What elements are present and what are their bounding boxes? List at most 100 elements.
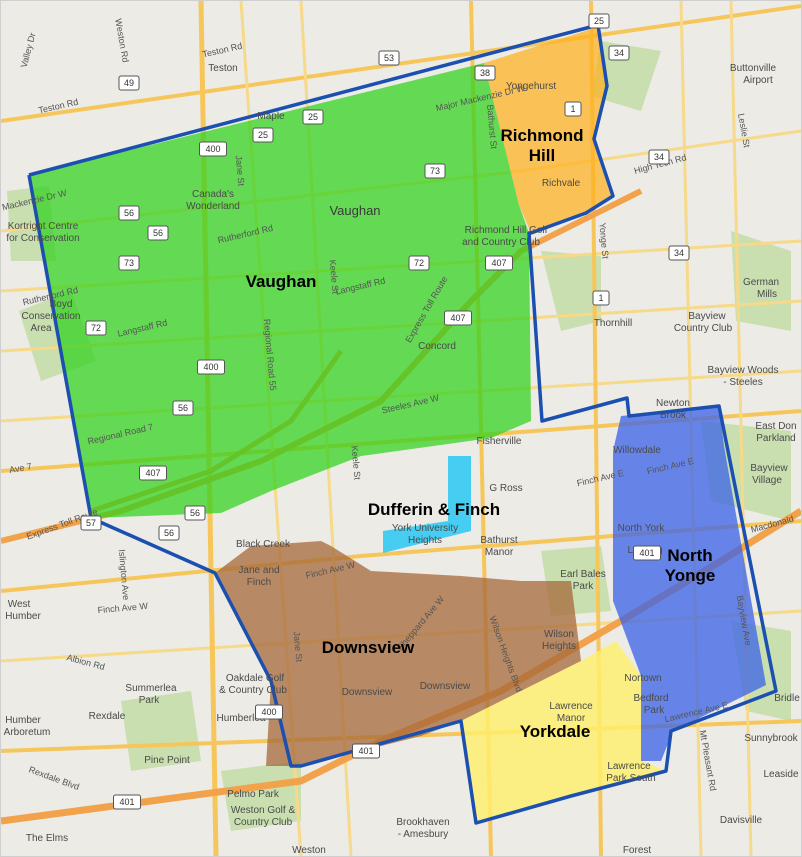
road-ave-7: Ave 7	[8, 461, 32, 475]
shield-number: 57	[86, 518, 96, 528]
label-rexdale: Rexdale	[89, 711, 126, 722]
zone-downsview[interactable]	[215, 541, 581, 766]
highway-shield-400: 400	[199, 141, 227, 157]
highway-shield-401: 401	[352, 743, 380, 759]
road-jane-st-2: Jane St	[292, 631, 305, 663]
shield-number: 56	[124, 208, 134, 218]
label-bedford-park: Bedford	[633, 693, 668, 704]
shield-box	[424, 163, 446, 179]
label-east-don-2: Parkland	[756, 433, 795, 444]
highway-shield-407: 407	[139, 465, 167, 481]
shield-number: 407	[450, 313, 465, 323]
label-west-humber-2: Humber	[5, 611, 41, 622]
shield-number: 25	[308, 112, 318, 122]
label-sunnybrook: Sunnybrook	[744, 733, 798, 744]
label-lawrence-manor-2: Manor	[557, 713, 586, 724]
zones-layer	[29, 27, 766, 823]
label-kortright: Kortright Centre	[8, 221, 79, 232]
label-brookhaven-2: - Amesbury	[398, 829, 449, 840]
highway-shield-72: 72	[85, 320, 107, 336]
highway-shield-25: 25	[588, 13, 610, 29]
zone-north-yonge[interactable]	[613, 406, 766, 761]
road-finch-w-2: Finch Ave W	[97, 601, 149, 615]
label-lawrence-manor: Lawrence	[549, 701, 593, 712]
shield-box	[255, 704, 283, 720]
label-teston: Teston	[208, 63, 237, 74]
shield-number: 56	[190, 508, 200, 518]
zone-dufferin-finch[interactable]	[383, 456, 471, 553]
place-labels: Teston Maple Canada's Wonderland Vaughan…	[4, 63, 801, 856]
label-bayview-woods: Bayview Woods	[708, 365, 779, 376]
shield-number: 34	[654, 152, 664, 162]
shield-box	[474, 65, 496, 81]
label-earl-bales: Earl Bales	[560, 569, 606, 580]
highway-shield-57: 57	[80, 515, 102, 531]
shield-box	[352, 743, 380, 759]
shield-box	[633, 545, 661, 561]
highway-shield-56: 56	[147, 225, 169, 241]
zone-yorkdale[interactable]	[461, 641, 666, 823]
label-yongehurst: Yongehurst	[506, 81, 556, 92]
highway-shield-56: 56	[158, 525, 180, 541]
label-summerlea-2: Park	[139, 695, 161, 706]
shield-box	[113, 794, 141, 810]
shield-box	[197, 359, 225, 375]
zone-label-vaughan: Vaughan	[246, 272, 317, 291]
label-west-humber: West	[8, 599, 31, 610]
label-richmond-club: Richmond Hill Golf	[465, 225, 548, 236]
label-newton-brook: Newton	[656, 398, 690, 409]
highway-shield-73: 73	[424, 163, 446, 179]
label-boyd: Boyd	[50, 299, 73, 310]
label-bridle: Bridle	[774, 693, 800, 704]
label-willowdale: Willowdale	[613, 445, 661, 456]
label-oakdale: Oakdale Golf	[226, 673, 285, 684]
label-humber-arboretum-2: Arboretum	[4, 727, 51, 738]
highway-shield-73: 73	[118, 255, 140, 271]
label-kortright-2: for Conservation	[6, 233, 79, 244]
label-earl-bales-2: Park	[573, 581, 595, 592]
shield-number: 49	[124, 78, 134, 88]
label-bayview-village-2: Village	[752, 475, 782, 486]
north-park	[591, 41, 661, 111]
shield-box	[444, 310, 472, 326]
label-bathurst-manor: Bathurst	[480, 535, 517, 546]
label-canadas-wonderland: Canada's	[192, 189, 234, 200]
label-bayview-woods-2: - Steeles	[723, 377, 762, 388]
label-boyd-2: Conservation	[22, 311, 81, 322]
label-east-don: East Don	[755, 421, 796, 432]
label-canadas-wonderland-2: Wonderland	[186, 201, 240, 212]
label-thornhill: Thornhill	[594, 318, 632, 329]
label-g-ross: G Ross	[489, 483, 522, 494]
shield-number: 72	[91, 323, 101, 333]
label-york-u: York University	[392, 523, 458, 534]
label-fisherville: Fisherville	[476, 436, 521, 447]
highway-shield-38: 38	[474, 65, 496, 81]
label-pelmo-park: Pelmo Park	[227, 789, 280, 800]
highway-shield-72: 72	[408, 255, 430, 271]
road-keele-st: Keele St	[328, 259, 341, 294]
label-richvale: Richvale	[542, 178, 581, 189]
shield-number: 56	[178, 403, 188, 413]
highway-shield-407: 407	[444, 310, 472, 326]
german-mills-park	[731, 231, 791, 331]
label-buttonville-2: Airport	[743, 75, 773, 86]
label-boyd-3: Area	[30, 323, 52, 334]
shield-box	[118, 205, 140, 221]
highway-shield-34: 34	[668, 245, 690, 261]
zone-richmond-hill[interactable]	[484, 27, 613, 233]
zone-vaughan[interactable]	[29, 63, 531, 518]
label-northtown: Nortown	[624, 673, 661, 684]
label-humberlea: Humberlea	[217, 713, 266, 724]
highway-shield-49: 49	[118, 75, 140, 91]
shield-box	[118, 255, 140, 271]
label-brookhaven: Brookhaven	[396, 817, 449, 828]
label-the-elms: The Elms	[26, 833, 68, 844]
label-bedford-park-2: Park	[644, 705, 666, 716]
shield-number: 407	[491, 258, 506, 268]
zone-label-richmond-hill-1: Richmond	[500, 126, 583, 145]
zone-labels: Vaughan Richmond Hill Dufferin & Finch D…	[246, 126, 716, 741]
highway-shield-1: 1	[564, 101, 582, 117]
highway-shield-56: 56	[118, 205, 140, 221]
label-lawrence-park: Lawrence	[607, 761, 651, 772]
